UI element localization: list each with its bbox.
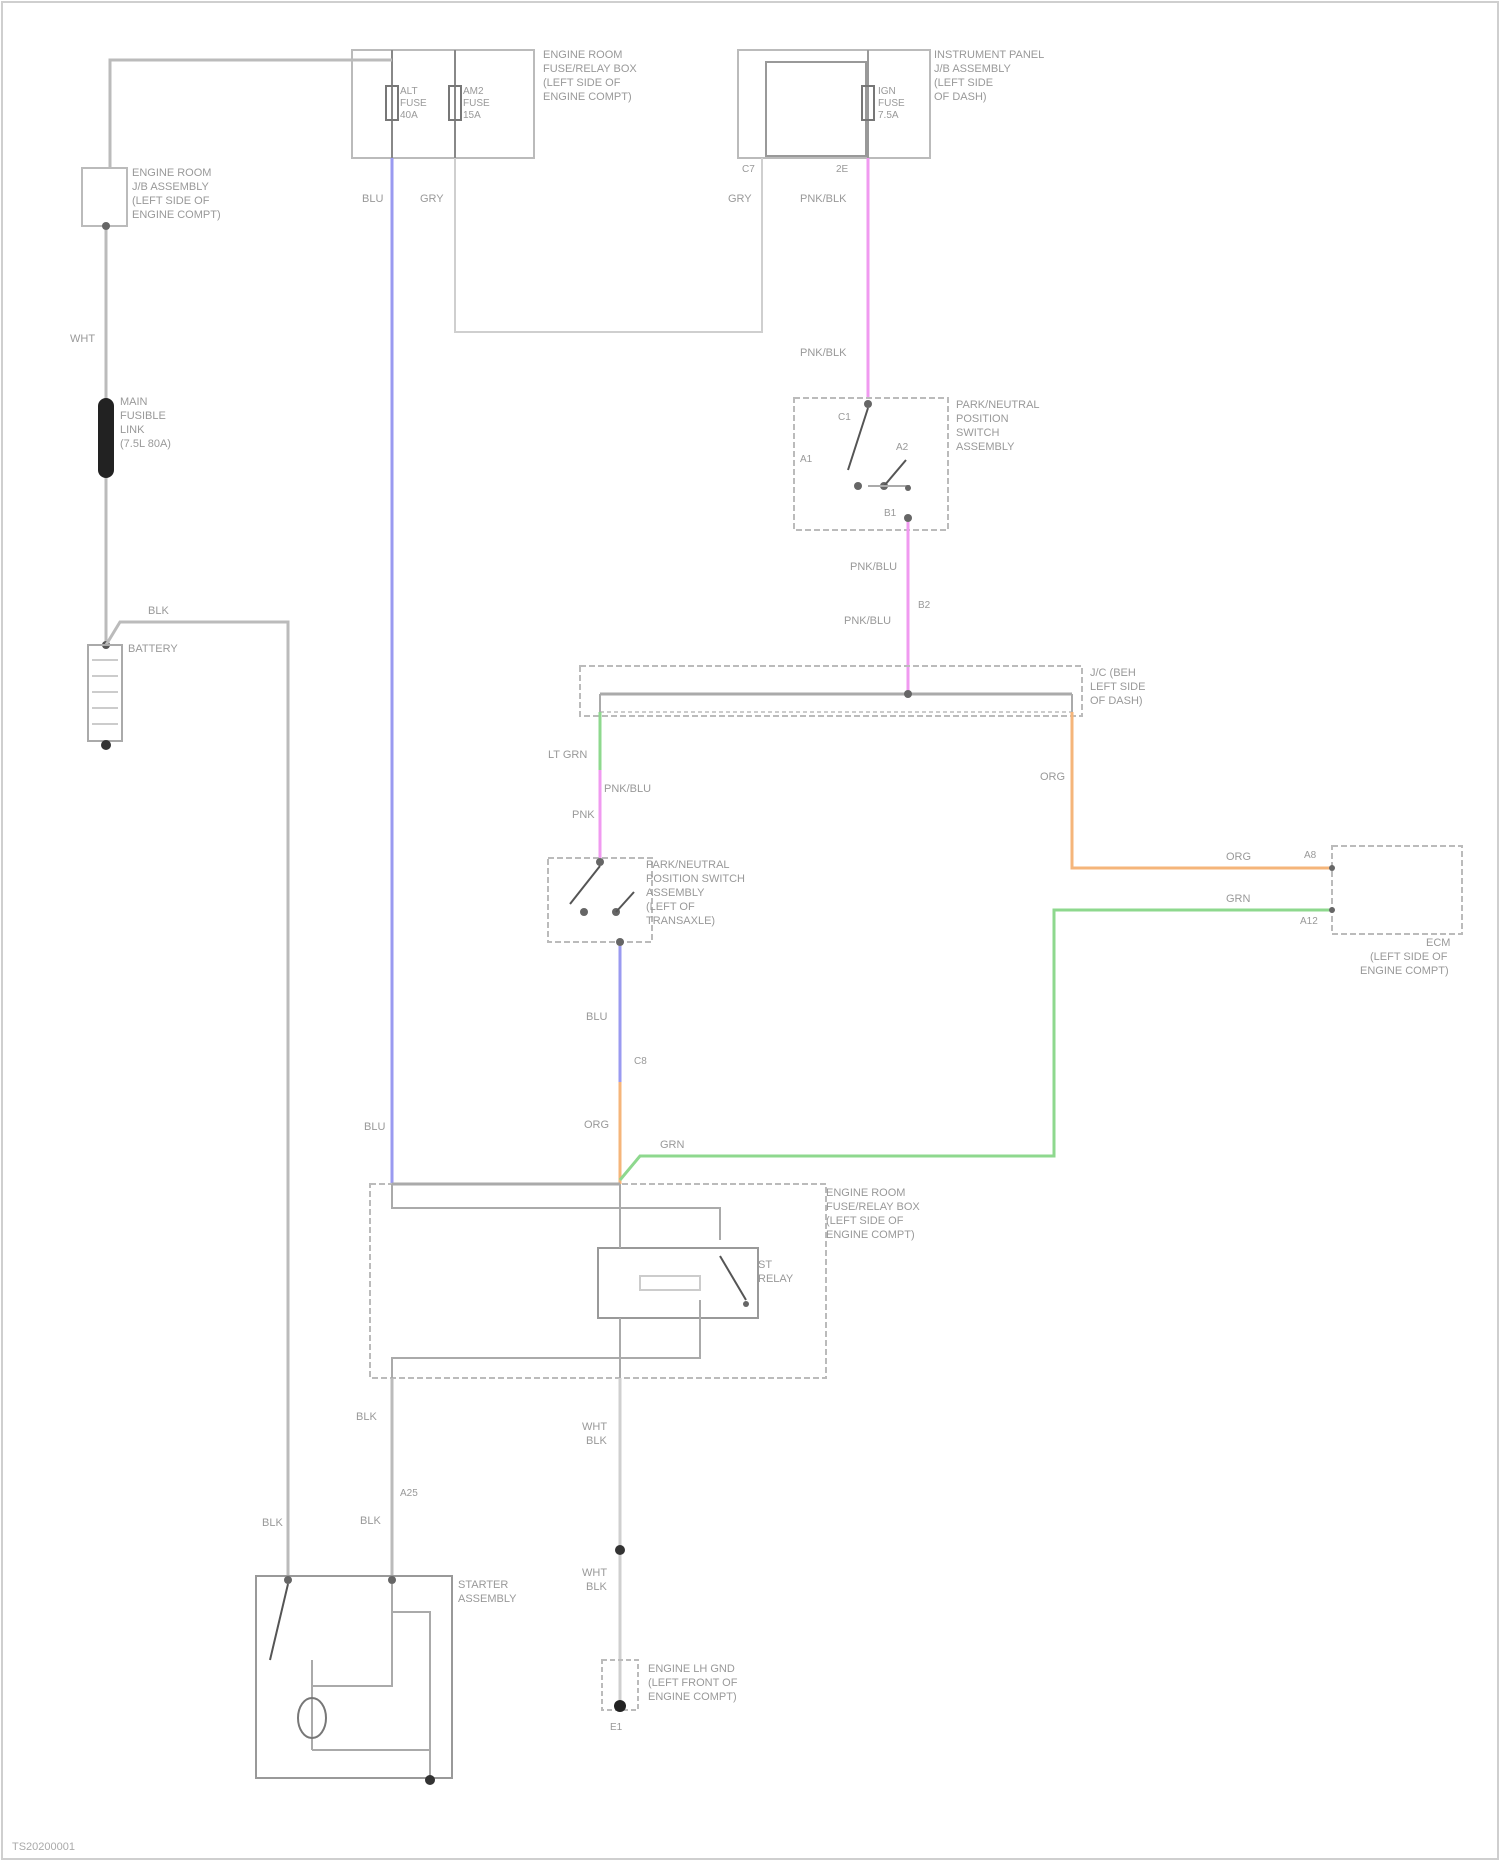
connector-c5: A2: [896, 442, 909, 453]
connector-c12: E1: [610, 1722, 623, 1733]
wire-label-blk-3: WHT: [582, 1567, 607, 1579]
wire-label-blu-top: BLU: [362, 193, 383, 205]
fusible-link-label-4: (7.5L 80A): [120, 438, 171, 450]
ignition-cluster-label-3: OF DASH): [1090, 695, 1143, 707]
engine-fuse-box-lower-label-1: ENGINE ROOM: [826, 1187, 905, 1199]
starter-label-2: ASSEMBLY: [458, 1593, 517, 1605]
transmission-switch-label-3: ASSEMBLY: [646, 887, 705, 899]
wire-label-org-1: ORG: [1040, 771, 1065, 783]
fuse-alt-label-1: ALT: [400, 86, 418, 97]
engine-room-fuse-box-label-4: ENGINE COMPT): [543, 91, 632, 103]
wire-label-blk-5: BLK: [360, 1515, 381, 1527]
wire-label-pnk-2: PNK/BLU: [844, 615, 891, 627]
engine-room-fuse-box-label-3: (LEFT SIDE OF: [543, 77, 621, 89]
fuse-ign-label-2: FUSE: [878, 98, 905, 109]
fuse-alt-label-3: 40A: [400, 110, 418, 121]
connector-c9: A8: [1304, 850, 1317, 861]
wire-label-pnk-1: PNK/BLU: [850, 561, 897, 573]
fusible-link-label-3: LINK: [120, 424, 145, 436]
wire-label-wht: WHT: [70, 333, 95, 345]
transmission-switch-label-5: TRANSAXLE): [646, 915, 715, 927]
ip-jb-label-3: (LEFT SIDE: [934, 77, 993, 89]
ecm-label-1: ECM: [1426, 937, 1450, 949]
wire-label-grn-2: GRN: [1226, 893, 1251, 905]
engine-room-junction-label-1: ENGINE ROOM: [132, 167, 211, 179]
connector-c6: B1: [884, 508, 897, 519]
engine-room-junction-label-4: ENGINE COMPT): [132, 209, 221, 221]
connector-c2: 2E: [836, 164, 849, 175]
connector-c7: B2: [918, 600, 931, 611]
fuse-am2-label-3: 15A: [463, 110, 481, 121]
connector-c11: A25: [400, 1488, 418, 1499]
fusible-link-label-2: FUSIBLE: [120, 410, 166, 422]
engine-fuse-box-lower-label-2: FUSE/RELAY BOX: [826, 1201, 920, 1213]
wire-label-gry-top: GRY: [420, 193, 444, 205]
engine-room-junction-label-2: J/B ASSEMBLY: [132, 181, 209, 193]
neutral-switch-label-4: ASSEMBLY: [956, 441, 1015, 453]
engine-room-fuse-box-label-2: FUSE/RELAY BOX: [543, 63, 637, 75]
transmission-switch-label-4: (LEFT OF: [646, 901, 695, 913]
wire-label-pnk-4: PNK: [572, 809, 595, 821]
st-relay-label-2: RELAY: [758, 1273, 794, 1285]
wire-label-org-3: ORG: [584, 1119, 609, 1131]
wire-label-pnk-top: PNK/BLK: [800, 193, 847, 205]
connector-c8: C8: [634, 1056, 647, 1067]
ignition-cluster-label-2: LEFT SIDE: [1090, 681, 1145, 693]
wire-label-grn-3: GRN: [660, 1139, 685, 1151]
fusible-link-label-1: MAIN: [120, 396, 148, 408]
ip-jb-label-2: J/B ASSEMBLY: [934, 63, 1011, 75]
engine-room-fuse-box-label-1: ENGINE ROOM: [543, 49, 622, 61]
wire-label-blu-3: BLU: [364, 1121, 385, 1133]
wire-label-pnk-mid: PNK/BLK: [800, 347, 847, 359]
wire-label-blk-4: BLK: [586, 1581, 607, 1593]
fuse-am2-label-1: AM2: [463, 86, 484, 97]
wire-label-wht-2: WHT: [582, 1421, 607, 1433]
fuse-ign-label-1: IGN: [878, 86, 896, 97]
ignition-cluster-label-1: J/C (BEH: [1090, 667, 1136, 679]
wire-label-blu-2: BLU: [586, 1011, 607, 1023]
battery-label: BATTERY: [128, 643, 178, 655]
wire-label-blk-6: BLK: [262, 1517, 283, 1529]
ground-label-2: (LEFT FRONT OF: [648, 1677, 738, 1689]
transmission-switch-label-1: PARK/NEUTRAL: [646, 859, 730, 871]
transmission-switch-label-2: POSITION SWITCH: [646, 873, 745, 885]
fuse-ign-label-3: 7.5A: [878, 110, 899, 121]
fuse-alt-label-2: FUSE: [400, 98, 427, 109]
ip-jb-label-4: OF DASH): [934, 91, 987, 103]
wire-label-blk-2: BLK: [586, 1435, 607, 1447]
st-relay-label-1: ST: [758, 1259, 772, 1271]
ip-jb-label-1: INSTRUMENT PANEL: [934, 49, 1044, 61]
connector-c10: A12: [1300, 916, 1318, 927]
connector-c3: C1: [838, 412, 851, 423]
connector-c4: A1: [800, 454, 813, 465]
engine-fuse-box-lower-label-3: (LEFT SIDE OF: [826, 1215, 904, 1227]
wire-label-gry-mid: GRY: [728, 193, 752, 205]
neutral-switch-label-2: POSITION: [956, 413, 1009, 425]
wire-label-blk-1: BLK: [356, 1411, 377, 1423]
neutral-switch-label-1: PARK/NEUTRAL: [956, 399, 1040, 411]
ecm-label-3: ENGINE COMPT): [1360, 965, 1449, 977]
neutral-switch-label-3: SWITCH: [956, 427, 999, 439]
ground-label-3: ENGINE COMPT): [648, 1691, 737, 1703]
engine-room-junction-label-3: (LEFT SIDE OF: [132, 195, 210, 207]
engine-fuse-box-lower-label-4: ENGINE COMPT): [826, 1229, 915, 1241]
footer-code: TS20200001: [12, 1841, 75, 1853]
starter-label-1: STARTER: [458, 1579, 508, 1591]
connector-c1: C7: [742, 164, 755, 175]
wire-label-org-2: ORG: [1226, 851, 1251, 863]
ecm-label-2: (LEFT SIDE OF: [1370, 951, 1448, 963]
fuse-am2-label-2: FUSE: [463, 98, 490, 109]
wire-label-blk-b: BLK: [148, 605, 169, 617]
ground-label-1: ENGINE LH GND: [648, 1663, 735, 1675]
wire-label-pnk-3: PNK/BLU: [604, 783, 651, 795]
wire-label-grn-1: LT GRN: [548, 749, 587, 761]
